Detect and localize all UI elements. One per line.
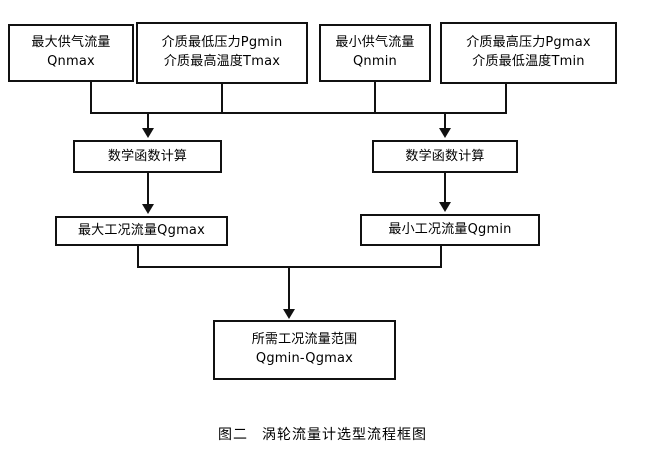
node-qgmax-result: 最大工况流量Qgmax: [55, 216, 228, 246]
connector-left-merge-to-math: [147, 112, 149, 130]
node-max-supply-flow-line2: Qnmax: [47, 54, 95, 69]
connector-bottom-merge-to-range: [288, 266, 290, 310]
node-max-pressure-min-temp-line2: 介质最低温度Tmin: [472, 54, 585, 69]
connector-left-merge-bar: [90, 112, 398, 114]
node-min-pressure-max-temp: 介质最低压力Pgmin 介质最高温度Tmax: [136, 22, 308, 84]
connector-min-supply-flow-drop: [374, 82, 376, 113]
connector-min-pressure-max-temp-drop: [221, 84, 223, 113]
node-required-range-line2: Qgmin-Qgmax: [255, 351, 354, 366]
node-math-calc-right-label: 数学函数计算: [405, 148, 485, 164]
node-qgmin-result-label: 最小工况流量Qgmin: [388, 222, 512, 238]
arrowhead-required-range: [283, 309, 295, 319]
connector-right-math-to-qgmin: [444, 173, 446, 202]
connector-max-pressure-min-temp-drop: [505, 84, 507, 113]
figure-caption-label: 图二: [218, 427, 248, 443]
connector-qgmax-drop: [137, 246, 139, 268]
node-required-range-line1: 所需工况流量范围: [251, 332, 358, 348]
arrowhead-left-math-calc: [142, 128, 154, 138]
node-math-calc-left: 数学函数计算: [73, 140, 222, 173]
arrowhead-qgmin-result: [439, 202, 451, 212]
figure-caption: 图二涡轮流量计选型流程框图: [0, 424, 645, 444]
connector-right-merge-bar: [374, 112, 507, 114]
connector-max-supply-flow-drop: [90, 82, 92, 113]
node-min-supply-flow-line1: 最小供气流量: [335, 35, 415, 51]
node-min-pressure-max-temp-line2: 介质最高温度Tmax: [163, 54, 281, 69]
node-qgmax-result-label: 最大工况流量Qgmax: [77, 223, 205, 239]
node-max-supply-flow-line1: 最大供气流量: [31, 35, 111, 51]
node-min-pressure-max-temp-line1: 介质最低压力Pgmin: [161, 35, 283, 51]
connector-left-math-to-qgmax: [147, 173, 149, 204]
node-max-pressure-min-temp-line1: 介质最高压力Pgmax: [466, 35, 591, 51]
node-max-supply-flow: 最大供气流量 Qnmax: [8, 24, 134, 82]
node-math-calc-right: 数学函数计算: [372, 140, 518, 173]
connector-right-merge-to-math: [444, 112, 446, 130]
node-min-supply-flow: 最小供气流量 Qnmin: [319, 24, 431, 82]
node-max-pressure-min-temp: 介质最高压力Pgmax 介质最低温度Tmin: [440, 22, 617, 84]
connector-qgmin-drop: [440, 246, 442, 268]
node-math-calc-left-label: 数学函数计算: [107, 148, 188, 164]
node-required-range: 所需工况流量范围 Qgmin-Qgmax: [213, 320, 396, 380]
node-min-supply-flow-line2: Qnmin: [353, 54, 397, 69]
node-qgmin-result: 最小工况流量Qgmin: [360, 214, 540, 246]
arrowhead-qgmax-result: [142, 204, 154, 214]
arrowhead-right-math-calc: [439, 128, 451, 138]
figure-caption-text: 涡轮流量计选型流程框图: [262, 427, 427, 443]
